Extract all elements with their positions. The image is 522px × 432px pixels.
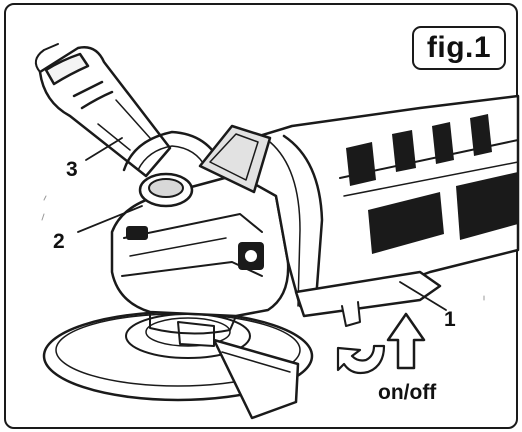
figure-label: fig.1 xyxy=(412,26,506,70)
callout-leader-lines xyxy=(77,137,447,311)
callout-spindle-lock: 2 xyxy=(53,230,65,253)
on-off-caption: on/off xyxy=(378,381,437,404)
scan-marks xyxy=(41,195,485,301)
motor-housing-illustration xyxy=(198,94,520,308)
slide-back-arrow-icon xyxy=(336,344,386,375)
on-off-switch-illustration xyxy=(294,270,442,327)
side-handle-illustration xyxy=(34,43,172,178)
callout-on-off-switch: 1 xyxy=(444,308,456,331)
gear-head-illustration xyxy=(110,174,290,335)
callout-side-handle: 3 xyxy=(66,158,78,181)
disc-guard-illustration xyxy=(42,310,314,420)
push-up-arrow-icon xyxy=(386,312,426,370)
